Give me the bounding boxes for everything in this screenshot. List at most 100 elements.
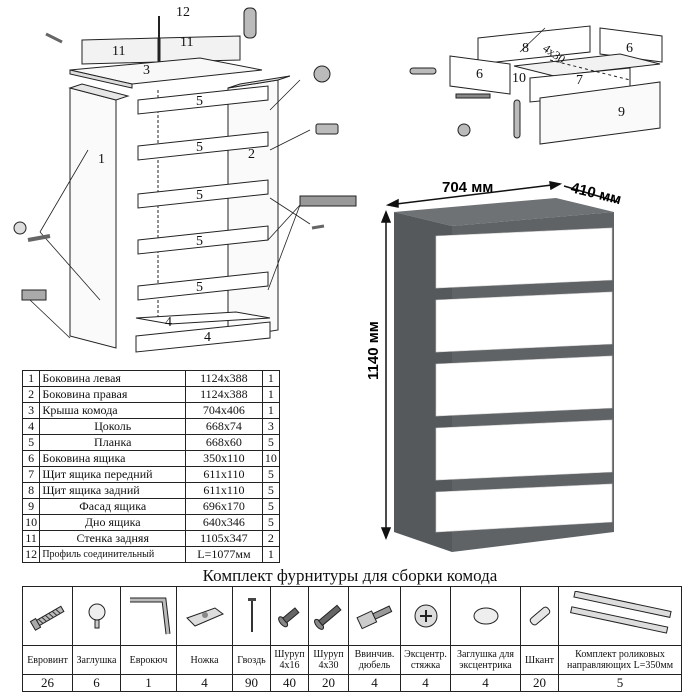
part-label-5e: 5 bbox=[196, 280, 203, 295]
parts-cell-qty: 10 bbox=[261, 450, 281, 467]
parts-cell-qty: 5 bbox=[261, 482, 281, 499]
parts-cell-dim: 640x346 bbox=[185, 514, 263, 531]
product-render: 704 мм 410 мм 1140 мм bbox=[365, 179, 623, 552]
width-label: 704 мм bbox=[442, 179, 493, 196]
parts-cell-name: Боковина ящика bbox=[39, 450, 187, 467]
parts-cell-num: 1 bbox=[21, 370, 41, 387]
parts-cell-dim: 668x60 bbox=[185, 434, 263, 451]
parts-cell-num: 4 bbox=[21, 418, 41, 435]
parts-cell-qty: 5 bbox=[261, 466, 281, 483]
kit-item-qty: 20 bbox=[308, 674, 349, 692]
part-label-5a: 5 bbox=[196, 94, 203, 109]
part-label-3: 3 bbox=[143, 63, 150, 78]
parts-cell-dim: 1124x388 bbox=[185, 386, 263, 403]
kit-item-label: Заглушка bbox=[72, 645, 121, 675]
kit-item-qty: 40 bbox=[270, 674, 309, 692]
kit-item-label: Шкант bbox=[520, 645, 559, 675]
parts-cell-name: Крыша комода bbox=[39, 402, 187, 419]
parts-cell-num: 8 bbox=[21, 482, 41, 499]
parts-cell-name: Боковина правая bbox=[39, 386, 187, 403]
kit-item-qty: 1 bbox=[120, 674, 177, 692]
kit-item-qty: 4 bbox=[400, 674, 451, 692]
parts-cell-qty: 1 bbox=[261, 402, 281, 419]
parts-cell-qty: 1 bbox=[261, 546, 281, 563]
kit-item-label: Эксцентр. стяжка bbox=[400, 645, 451, 675]
parts-cell-dim: 1105x347 bbox=[185, 530, 263, 547]
parts-cell-qty: 5 bbox=[261, 434, 281, 451]
drawer-label-8: 8 bbox=[522, 41, 529, 56]
parts-cell-name: Щит ящика передний bbox=[39, 466, 187, 483]
parts-cell-dim: 611x110 bbox=[185, 466, 263, 483]
parts-cell-qty: 5 bbox=[261, 514, 281, 531]
part-label-5c: 5 bbox=[196, 188, 203, 203]
parts-cell-name: Фасад ящика bbox=[39, 498, 187, 515]
parts-cell-dim: 350x110 bbox=[185, 450, 263, 467]
kit-item-qty: 4 bbox=[176, 674, 233, 692]
parts-cell-num: 3 bbox=[21, 402, 41, 419]
part-label-1: 1 bbox=[98, 152, 105, 167]
foot-icon bbox=[176, 586, 233, 646]
part-label-4b: 4 bbox=[204, 330, 211, 345]
cap-icon bbox=[72, 586, 121, 646]
height-label: 1140 мм bbox=[365, 321, 382, 380]
wood-dowel-icon bbox=[520, 586, 559, 646]
drawer-label-6b: 6 bbox=[476, 67, 483, 82]
parts-cell-dim: 611x110 bbox=[185, 482, 263, 499]
parts-cell-qty: 5 bbox=[261, 498, 281, 515]
kit-item-qty: 5 bbox=[558, 674, 682, 692]
parts-cell-qty: 2 bbox=[261, 530, 281, 547]
parts-cell-name: Щит ящика задний bbox=[39, 482, 187, 499]
parts-cell-dim: 668x74 bbox=[185, 418, 263, 435]
part-label-11b: 11 bbox=[180, 35, 193, 50]
kit-item-label: Шуруп 4x16 bbox=[270, 645, 309, 675]
kit-item-label: Заглушка для эксцентрика bbox=[450, 645, 521, 675]
kit-item-label: Еврокюч bbox=[120, 645, 177, 675]
part-label-2: 2 bbox=[248, 147, 255, 162]
drawer-label-10: 10 bbox=[512, 71, 526, 86]
parts-cell-dim: L=1077мм bbox=[185, 546, 263, 563]
kit-item-label: Гвоздь bbox=[232, 645, 271, 675]
fastener-icons bbox=[13, 7, 357, 301]
parts-cell-name: Боковина левая bbox=[39, 370, 187, 387]
parts-cell-name: Дно ящика bbox=[39, 514, 187, 531]
parts-cell-name: Цоколь bbox=[39, 418, 187, 435]
parts-cell-name: Стенка задняя bbox=[39, 530, 187, 547]
parts-cell-num: 9 bbox=[21, 498, 41, 515]
kit-item-qty: 6 bbox=[72, 674, 121, 692]
drawer-diagram: 8 6 6 10 7 9 4x30 bbox=[409, 25, 663, 145]
parts-cell-dim: 704x406 bbox=[185, 402, 263, 419]
drawer-slides-icon bbox=[558, 586, 682, 646]
cam-cap-icon bbox=[450, 586, 521, 646]
drawer-label-9: 9 bbox=[618, 105, 625, 120]
nail-icon bbox=[232, 586, 271, 646]
parts-cell-name: Профиль соединительный bbox=[39, 546, 187, 563]
kit-item-qty: 4 bbox=[450, 674, 521, 692]
hardware-kit-title: Комплект фурнитуры для сборки комода bbox=[202, 566, 498, 585]
parts-cell-num: 5 bbox=[21, 434, 41, 451]
part-label-5d: 5 bbox=[196, 234, 203, 249]
drawer-fronts bbox=[435, 227, 613, 533]
drawer-label-7: 7 bbox=[576, 73, 583, 88]
part-label-11a: 11 bbox=[112, 44, 125, 59]
parts-cell-num: 7 bbox=[21, 466, 41, 483]
parts-cell-num: 11 bbox=[21, 530, 41, 547]
parts-cell-name: Планка bbox=[39, 434, 187, 451]
dowel-icon bbox=[348, 586, 401, 646]
screw-long-icon bbox=[308, 586, 349, 646]
cam-lock-icon bbox=[400, 586, 451, 646]
parts-cell-dim: 696x170 bbox=[185, 498, 263, 515]
kit-item-label: Шуруп 4x30 bbox=[308, 645, 349, 675]
